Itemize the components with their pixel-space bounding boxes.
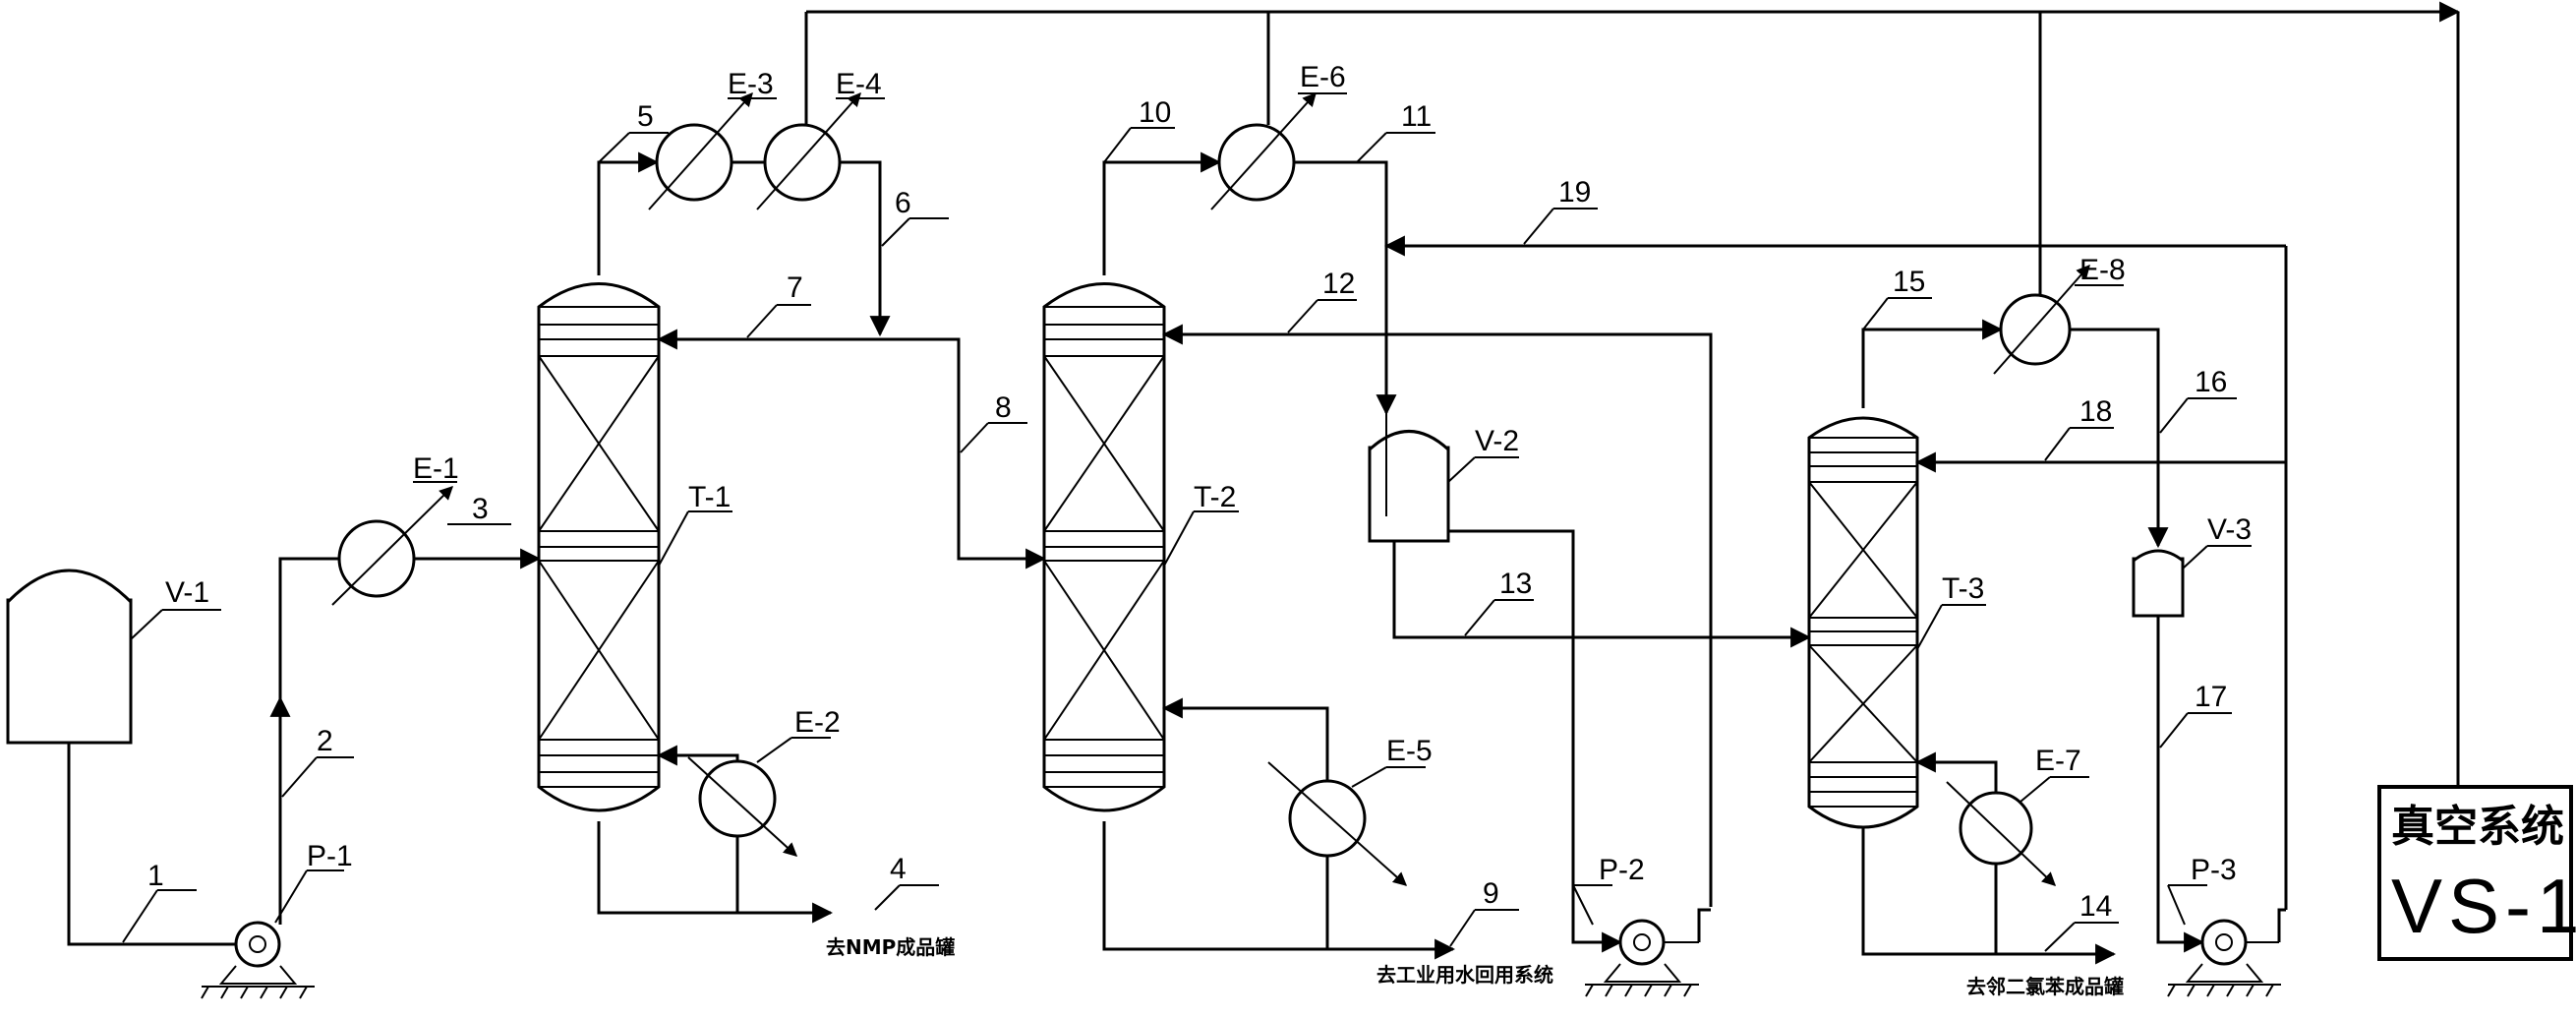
stream-10-label: 10 bbox=[1139, 96, 1171, 129]
stream-8-label: 8 bbox=[995, 391, 1012, 424]
label-v2: V-2 bbox=[1475, 425, 1519, 457]
exchanger-e7: E-7 bbox=[1946, 745, 2089, 886]
pump-p3: P-3 bbox=[2167, 854, 2286, 997]
outlet-nmp: 去NMP成品罐 bbox=[826, 935, 955, 959]
exchanger-e3: E-3 bbox=[648, 68, 777, 210]
label-p1: P-1 bbox=[307, 840, 353, 872]
pump-p1: P-1 bbox=[201, 840, 353, 999]
stream-1-label: 1 bbox=[147, 860, 164, 892]
label-v3: V-3 bbox=[2207, 513, 2252, 546]
vacuum-code: VS-1 bbox=[2391, 863, 2576, 949]
exchanger-e5: E-5 bbox=[1267, 735, 1433, 886]
label-v1: V-1 bbox=[165, 576, 209, 609]
stream-11-label: 11 bbox=[1401, 100, 1432, 133]
stream-3-label: 3 bbox=[472, 493, 489, 525]
label-t1: T-1 bbox=[688, 481, 731, 513]
stream-9-label: 9 bbox=[1483, 877, 1499, 910]
exchanger-e4: E-4 bbox=[756, 68, 885, 210]
drum-v3: V-3 bbox=[2132, 513, 2252, 618]
vacuum-system-vs1: 真空系统 VS-1 bbox=[2377, 785, 2576, 961]
stream-2-label: 2 bbox=[317, 725, 333, 757]
label-e8: E-8 bbox=[2079, 254, 2126, 286]
label-e2: E-2 bbox=[794, 706, 841, 739]
outlet-water: 去工业用水回用系统 bbox=[1376, 963, 1553, 987]
exchanger-e6: E-6 bbox=[1210, 61, 1347, 210]
label-e5: E-5 bbox=[1386, 735, 1433, 767]
label-t3: T-3 bbox=[1942, 572, 1984, 605]
label-e4: E-4 bbox=[836, 68, 882, 100]
label-p3: P-3 bbox=[2191, 854, 2237, 886]
vacuum-title: 真空系统 bbox=[2391, 802, 2564, 852]
stream-5-label: 5 bbox=[637, 100, 654, 133]
stream-17-label: 17 bbox=[2195, 681, 2227, 713]
tank-v1: V-1 bbox=[6, 569, 221, 745]
column-t3: T-3 bbox=[1807, 416, 1986, 829]
label-e3: E-3 bbox=[728, 68, 774, 100]
label-p2: P-2 bbox=[1599, 854, 1645, 886]
exchanger-e2: E-2 bbox=[687, 706, 841, 857]
stream-16-label: 16 bbox=[2195, 366, 2227, 398]
exchanger-e8: E-8 bbox=[1993, 254, 2126, 375]
outlet-dcb: 去邻二氯苯成品罐 bbox=[1966, 975, 2124, 998]
stream-2-line bbox=[278, 557, 339, 925]
label-t2: T-2 bbox=[1194, 481, 1236, 513]
stream-15-label: 15 bbox=[1893, 266, 1925, 298]
stream-1-line bbox=[67, 743, 273, 955]
stream-7-label: 7 bbox=[787, 271, 803, 304]
stream-14-label: 14 bbox=[2079, 890, 2112, 923]
stream-12-label: 12 bbox=[1322, 268, 1355, 300]
exchanger-e1: E-1 bbox=[331, 452, 459, 606]
column-t1: T-1 bbox=[537, 282, 732, 812]
column-t2: T-2 bbox=[1042, 282, 1239, 812]
stream-13-label: 13 bbox=[1499, 568, 1532, 600]
label-e6: E-6 bbox=[1300, 61, 1346, 93]
stream-18-label: 18 bbox=[2079, 395, 2112, 428]
drum-v2: V-2 bbox=[1368, 413, 1519, 543]
label-e7: E-7 bbox=[2035, 745, 2081, 777]
label-e1: E-1 bbox=[413, 452, 459, 485]
stream-19-label: 19 bbox=[1558, 176, 1591, 209]
pump-p2: P-2 bbox=[1572, 854, 1711, 997]
stream-4-label: 4 bbox=[890, 853, 907, 885]
stream-6-label: 6 bbox=[895, 187, 911, 219]
